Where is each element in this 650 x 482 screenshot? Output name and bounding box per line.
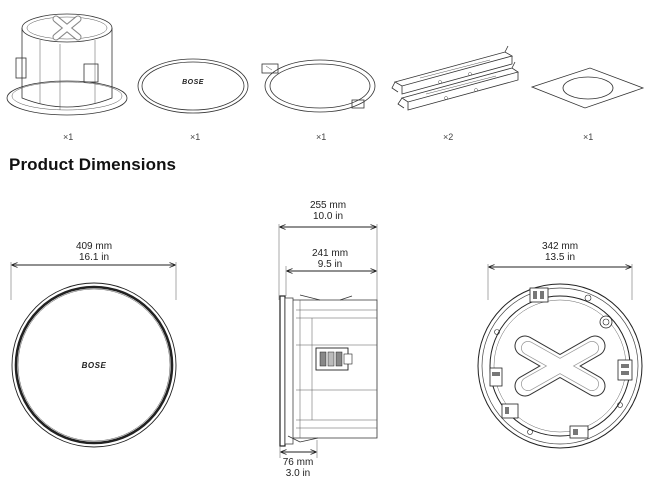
- qty-cutout-template: ×1: [583, 132, 593, 142]
- mounting-ring-illustration: [261, 59, 376, 113]
- qty-tile-bridge-rails: ×2: [443, 132, 453, 142]
- front-dim-mm: 409 mm: [76, 241, 112, 252]
- side-inner-mm: 241 mm: [312, 248, 348, 259]
- back-dim-in: 13.5 in: [545, 252, 575, 263]
- tile-bridge-rails-illustration: [391, 45, 519, 111]
- side-outer-in: 10.0 in: [313, 211, 343, 222]
- qty-speaker-enclosure: ×1: [63, 132, 73, 142]
- qty-mounting-ring: ×1: [316, 132, 326, 142]
- grille-logo: BOSE: [182, 79, 204, 86]
- qty-grille: ×1: [190, 132, 200, 142]
- grille-illustration: BOSE: [137, 58, 249, 114]
- side-depth-in: 3.0 in: [286, 468, 310, 479]
- speaker-enclosure-illustration: [6, 13, 128, 116]
- side-outer-mm: 255 mm: [310, 200, 346, 211]
- front-dim-in: 16.1 in: [79, 252, 109, 263]
- cutout-template-illustration: [530, 67, 645, 109]
- back-dim-mm: 342 mm: [542, 241, 578, 252]
- front-view: 409 mm 16.1 in BOSE: [10, 241, 177, 448]
- side-depth-mm: 76 mm: [283, 457, 314, 468]
- side-inner-in: 9.5 in: [318, 259, 342, 270]
- front-view-logo: BOSE: [82, 361, 107, 370]
- product-dimensions-heading: Product Dimensions: [9, 155, 177, 174]
- back-view: 342 mm 13.5 in: [477, 241, 643, 449]
- side-view: 255 mm 10.0 in 241 mm 9.5 in 76 mm 3.0 i…: [278, 200, 378, 479]
